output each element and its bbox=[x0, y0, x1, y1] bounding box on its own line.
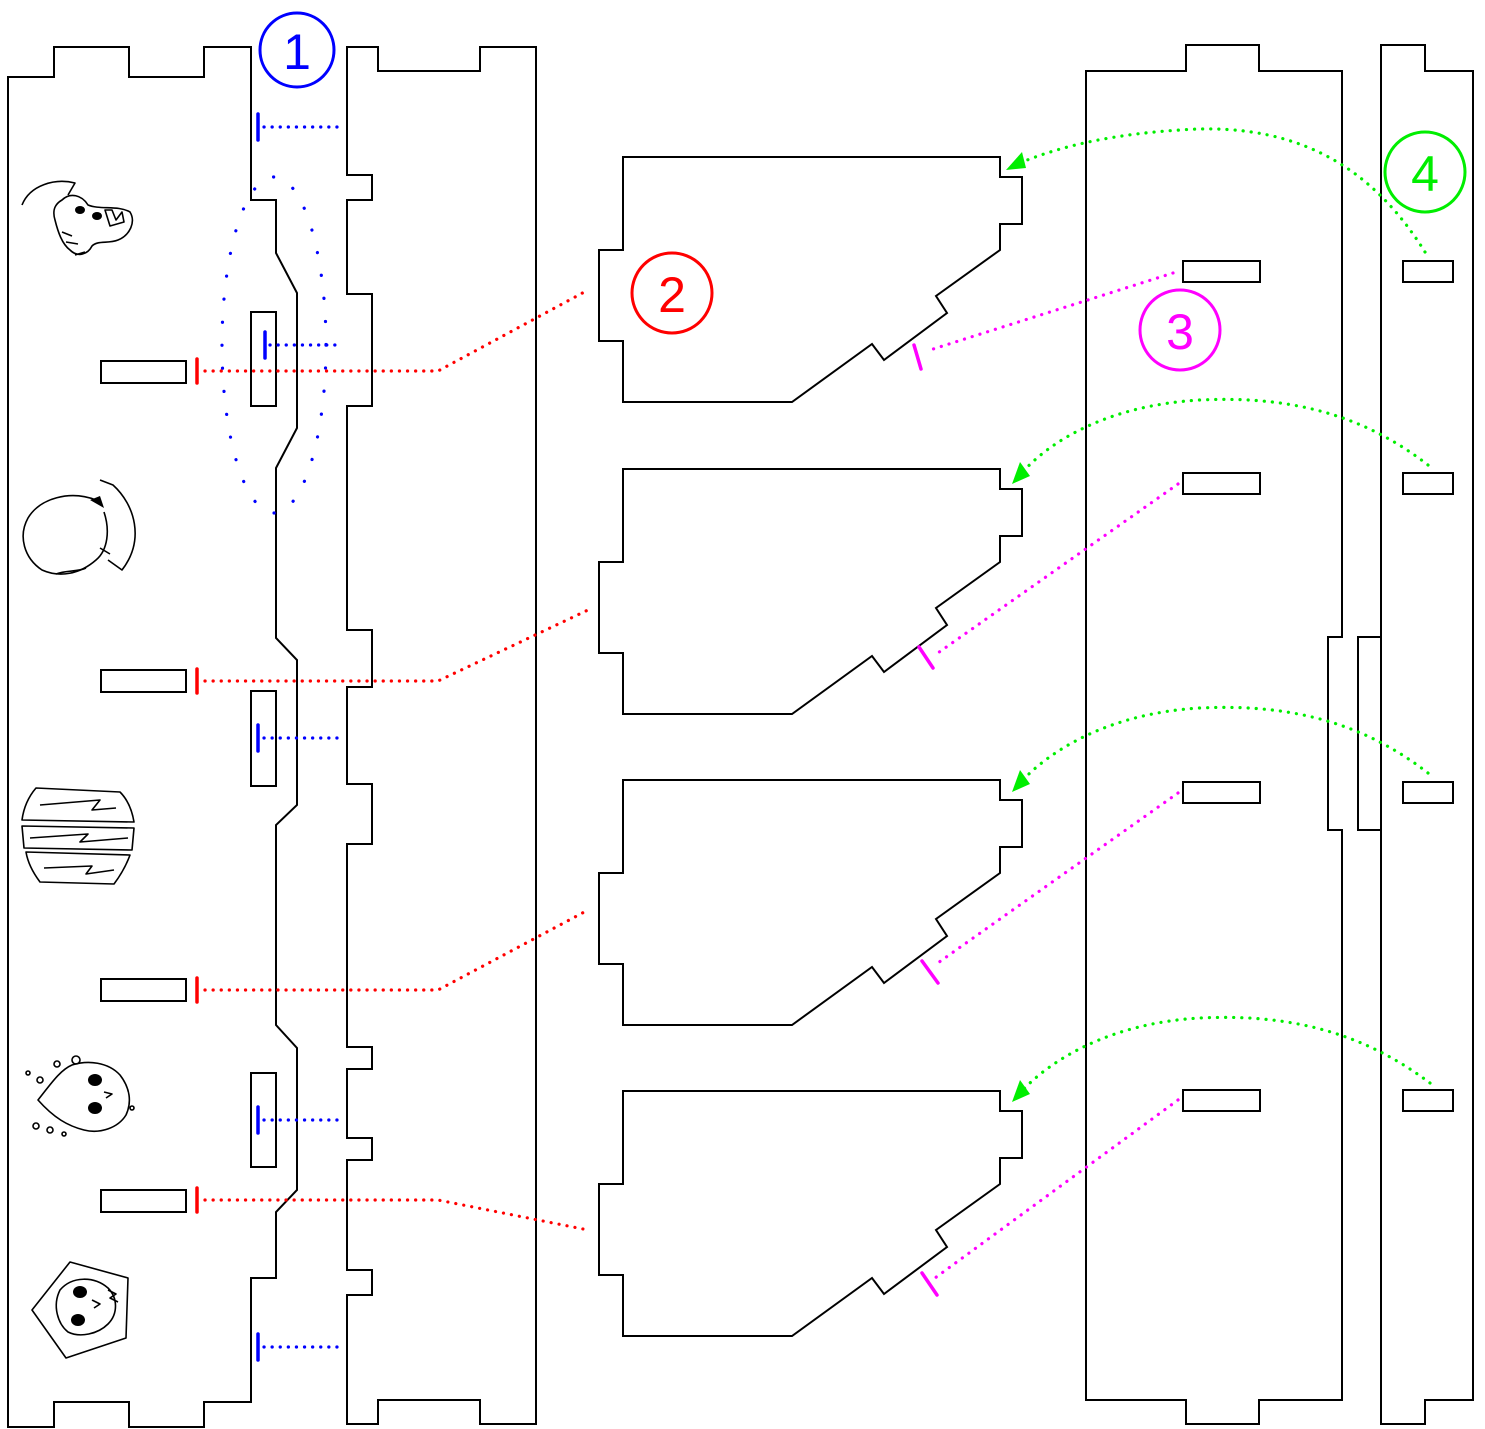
side-strip bbox=[1357, 44, 1474, 1425]
left-panel bbox=[7, 46, 298, 1428]
back-panel-slot bbox=[1182, 781, 1261, 804]
shelf-piece bbox=[598, 468, 1023, 715]
step1-guides bbox=[220, 112, 344, 1362]
step-marker-1: 1 bbox=[258, 11, 336, 89]
step-number: 3 bbox=[1166, 304, 1194, 360]
arrow-head bbox=[1012, 462, 1030, 484]
back-panel-slot bbox=[1182, 1089, 1261, 1112]
shelf-piece bbox=[598, 779, 1023, 1026]
step3-guides bbox=[912, 271, 1180, 1297]
step-marker-2: 2 bbox=[630, 251, 714, 335]
highlight-ellipse bbox=[220, 175, 328, 515]
left-panel-slot bbox=[100, 360, 187, 384]
left-panel-slot bbox=[100, 669, 187, 693]
back-panel bbox=[1085, 44, 1343, 1425]
skull-splat-icon bbox=[21, 180, 134, 256]
arrow-head bbox=[1012, 770, 1030, 792]
left-panel-slot bbox=[100, 978, 187, 1002]
cracked-shield-icon bbox=[21, 787, 135, 885]
hooded-head-icon bbox=[22, 479, 136, 575]
left-panel-slot bbox=[250, 311, 277, 407]
bubbling-skull-icon bbox=[25, 1055, 135, 1137]
step-number: 4 bbox=[1411, 146, 1439, 202]
side-strip-slot bbox=[1402, 781, 1454, 804]
pentagon-skull-icon bbox=[31, 1261, 129, 1359]
side-strip-slot bbox=[1402, 1089, 1454, 1112]
back-panel-slot bbox=[1182, 472, 1261, 495]
back-panel-slot bbox=[1182, 260, 1261, 283]
shelf-piece bbox=[598, 156, 1023, 403]
step-marker-4: 4 bbox=[1383, 130, 1467, 214]
step2-guides bbox=[195, 288, 590, 1232]
step-number: 1 bbox=[283, 24, 311, 80]
left-panel-slot bbox=[100, 1189, 187, 1213]
side-strip-slot bbox=[1402, 472, 1454, 495]
step-marker-3: 3 bbox=[1138, 288, 1222, 372]
arrow-head bbox=[1006, 152, 1026, 170]
divider-panel bbox=[346, 46, 537, 1425]
shelf-piece bbox=[598, 1090, 1023, 1337]
step-number: 2 bbox=[658, 267, 686, 323]
side-strip-slot bbox=[1402, 260, 1454, 283]
step4-guides bbox=[1006, 127, 1432, 1102]
arrow-head bbox=[1012, 1080, 1030, 1102]
